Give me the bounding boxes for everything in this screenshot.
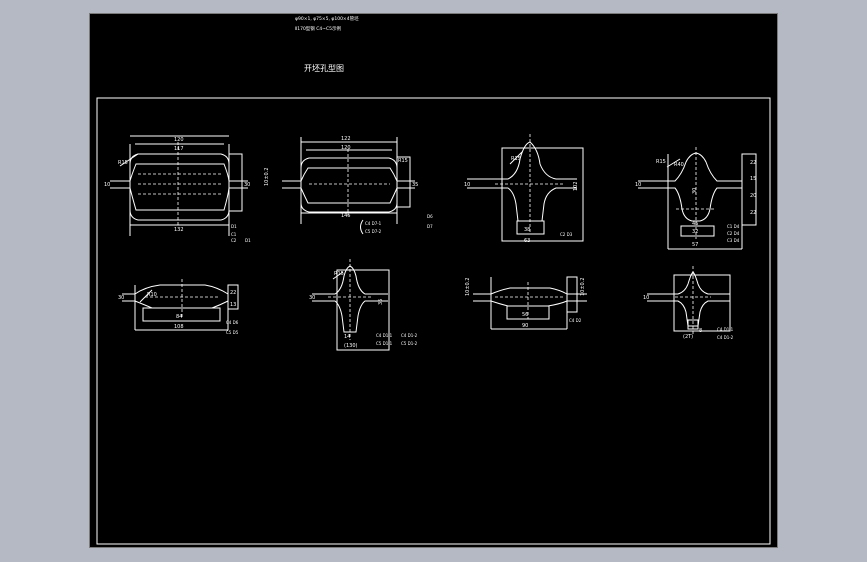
p4-note-1: C1 D4 xyxy=(727,224,740,229)
drawing-sheet: φ90×1, φ75×5, φ100×4管坯 Ⅱ170型钢 C4~C5示例 开坯… xyxy=(89,13,778,548)
p2-note-2: C5 D7-2 xyxy=(365,229,382,234)
p1-dim-117: 117 xyxy=(174,146,184,152)
pass-5: 30 R10 84 108 22 13 C4 D6 C5 D5 xyxy=(118,279,239,335)
p6-dim-130: (130) xyxy=(344,343,357,349)
p2-dim-35: 35 xyxy=(412,182,418,188)
p5-dim-30: 30 xyxy=(118,295,124,301)
p4-dim-46: 46 xyxy=(692,221,698,227)
p6-dim-30: 30 xyxy=(309,295,315,301)
p4-dim-20: 20 xyxy=(750,193,756,199)
p4-dim-15: 15 xyxy=(750,176,756,182)
p8-dim-2t: (2T) xyxy=(683,334,693,340)
p3-note-1: C2 D3 xyxy=(560,232,573,237)
pass-1: 120 117 132 10 30 R15 C1 D1 C2 D1 xyxy=(104,135,251,243)
p1-note-d1a: D1 xyxy=(231,224,237,229)
p1-dim-10: 10 xyxy=(104,182,110,188)
p1-note-1: C1 xyxy=(231,232,237,237)
p8-note-2: C4 D1-2 xyxy=(717,335,734,340)
p2-note-1: C4 D7-1 xyxy=(365,221,382,226)
p8-dim-8: 8 xyxy=(699,328,702,334)
p3-dim-r15: R15 xyxy=(511,156,521,162)
p7-note-1: C4 D2 xyxy=(569,318,582,323)
pass-6: R15 30 35 14 (130) C4 D1-1 C4 D1-2 C5 D1… xyxy=(309,259,418,351)
p7-dim-56: 56 xyxy=(522,312,528,318)
p2-note-d6: D6 xyxy=(427,214,433,219)
p2-dim-145: 145 xyxy=(341,213,351,219)
cad-drawing: φ90×1, φ75×5, φ100×4管坯 Ⅱ170型钢 C4~C5示例 开坯… xyxy=(96,15,771,545)
p1-dim-132: 132 xyxy=(174,227,184,233)
pass-7: 10±0.2 10±0.2 56 90 C4 D2 xyxy=(465,276,587,330)
p1-dim-r15: R15 xyxy=(118,160,128,166)
header-line-1: φ90×1, φ75×5, φ100×4管坯 xyxy=(295,15,359,22)
p8-note-1: C4 D1-1 xyxy=(717,327,734,332)
p3-dim-102: 102 xyxy=(573,181,579,191)
p4-dim-22a: 22 xyxy=(750,160,756,166)
p5-dim-108: 108 xyxy=(174,324,184,330)
p5-dim-r10: R10 xyxy=(147,292,157,298)
p8-dim-10: 10 xyxy=(643,295,649,301)
pass-4: R15 R40 10 22 15 20 22 32 46 57 30 C1 D4… xyxy=(635,147,757,250)
p7-dim-90: 90 xyxy=(522,323,528,329)
p4-dim-r15: R15 xyxy=(656,159,666,165)
p6-note-1: C4 D1-1 xyxy=(376,333,393,338)
p6-note-4: C5 D1-2 xyxy=(401,341,418,346)
p7-dim-10b: 10±0.2 xyxy=(580,277,586,296)
p5-note-2: C5 D5 xyxy=(226,330,239,335)
p4-dim-22b: 22 xyxy=(750,210,756,216)
p2-dim-10: 10±0.2 xyxy=(264,167,270,186)
p3-dim-10: 10 xyxy=(464,182,470,188)
pass-2: 122 120 145 10±0.2 35 R15 C4 D7-1 C5 D7-… xyxy=(264,136,433,235)
p4-dim-10: 10 xyxy=(635,182,641,188)
p1-dim-120: 120 xyxy=(174,137,184,143)
pass-8: 10 (2T) 8 C4 D1-1 C4 D1-2 xyxy=(643,266,734,340)
p5-dim-13: 13 xyxy=(230,302,236,308)
inner-frame xyxy=(96,97,771,545)
p2-dim-120: 120 xyxy=(341,145,351,151)
p6-dim-35: 35 xyxy=(378,299,384,305)
p5-dim-84: 84 xyxy=(176,314,182,320)
p4-note-2: C2 D4 xyxy=(727,231,740,236)
p6-note-2: C4 D1-2 xyxy=(401,333,418,338)
p1-note-2: C2 xyxy=(231,238,237,243)
pass-3: R15 10 102 38 63 C2 D3 xyxy=(464,134,584,244)
p4-dim-32: 32 xyxy=(692,229,698,235)
p1-dim-30: 30 xyxy=(244,182,250,188)
p3-dim-63: 63 xyxy=(524,238,530,244)
p2-note-d7: D7 xyxy=(427,224,433,229)
header-line-2: Ⅱ170型钢 C4~C5示例 xyxy=(295,25,342,32)
p4-dim-30: 30 xyxy=(692,188,698,194)
p6-dim-r15: R15 xyxy=(334,271,344,277)
p3-dim-38: 38 xyxy=(524,227,530,233)
p4-dim-r40: R40 xyxy=(674,162,684,168)
p2-dim-r15: R15 xyxy=(398,158,408,164)
drawing-title: 开坯孔型图 xyxy=(304,63,344,73)
p5-note-1: C4 D6 xyxy=(226,320,239,325)
p6-dim-14: 14 xyxy=(344,334,350,340)
p6-note-3: C5 D1-1 xyxy=(376,341,393,346)
p5-dim-22: 22 xyxy=(230,290,236,296)
p4-dim-57: 57 xyxy=(692,242,698,248)
p7-dim-10a: 10±0.2 xyxy=(465,277,471,296)
p4-note-3: C3 D4 xyxy=(727,238,740,243)
p1-note-d1b: D1 xyxy=(245,238,251,243)
p2-dim-122: 122 xyxy=(341,136,351,142)
